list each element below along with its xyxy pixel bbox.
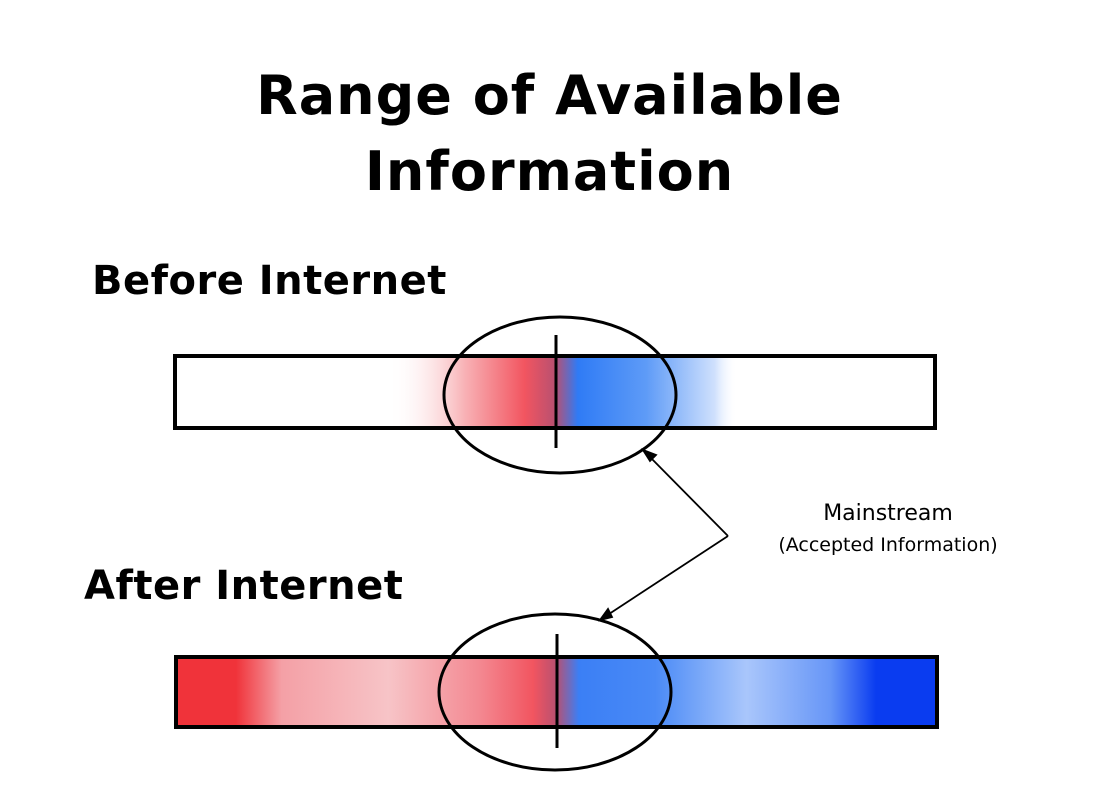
arrowhead-up-icon <box>640 448 658 463</box>
diagram-title: Range of Available Information <box>0 58 1099 210</box>
arrowhead-down-icon <box>597 607 614 622</box>
before-internet-label: Before Internet <box>92 258 447 304</box>
title-line-2: Information <box>364 140 735 203</box>
annotation-main: Mainstream <box>823 501 953 526</box>
mainstream-circle-before <box>442 315 678 475</box>
mainstream-annotation: Mainstream (Accepted Information) <box>748 498 1028 560</box>
title-line-1: Range of Available <box>256 64 843 127</box>
mainstream-circle-after <box>437 612 673 772</box>
annotation-sub: (Accepted Information) <box>778 534 998 556</box>
after-internet-label: After Internet <box>84 563 404 609</box>
after-spectrum-bar <box>174 612 939 772</box>
annotation-arrows <box>597 448 729 622</box>
before-spectrum-bar <box>173 315 937 475</box>
